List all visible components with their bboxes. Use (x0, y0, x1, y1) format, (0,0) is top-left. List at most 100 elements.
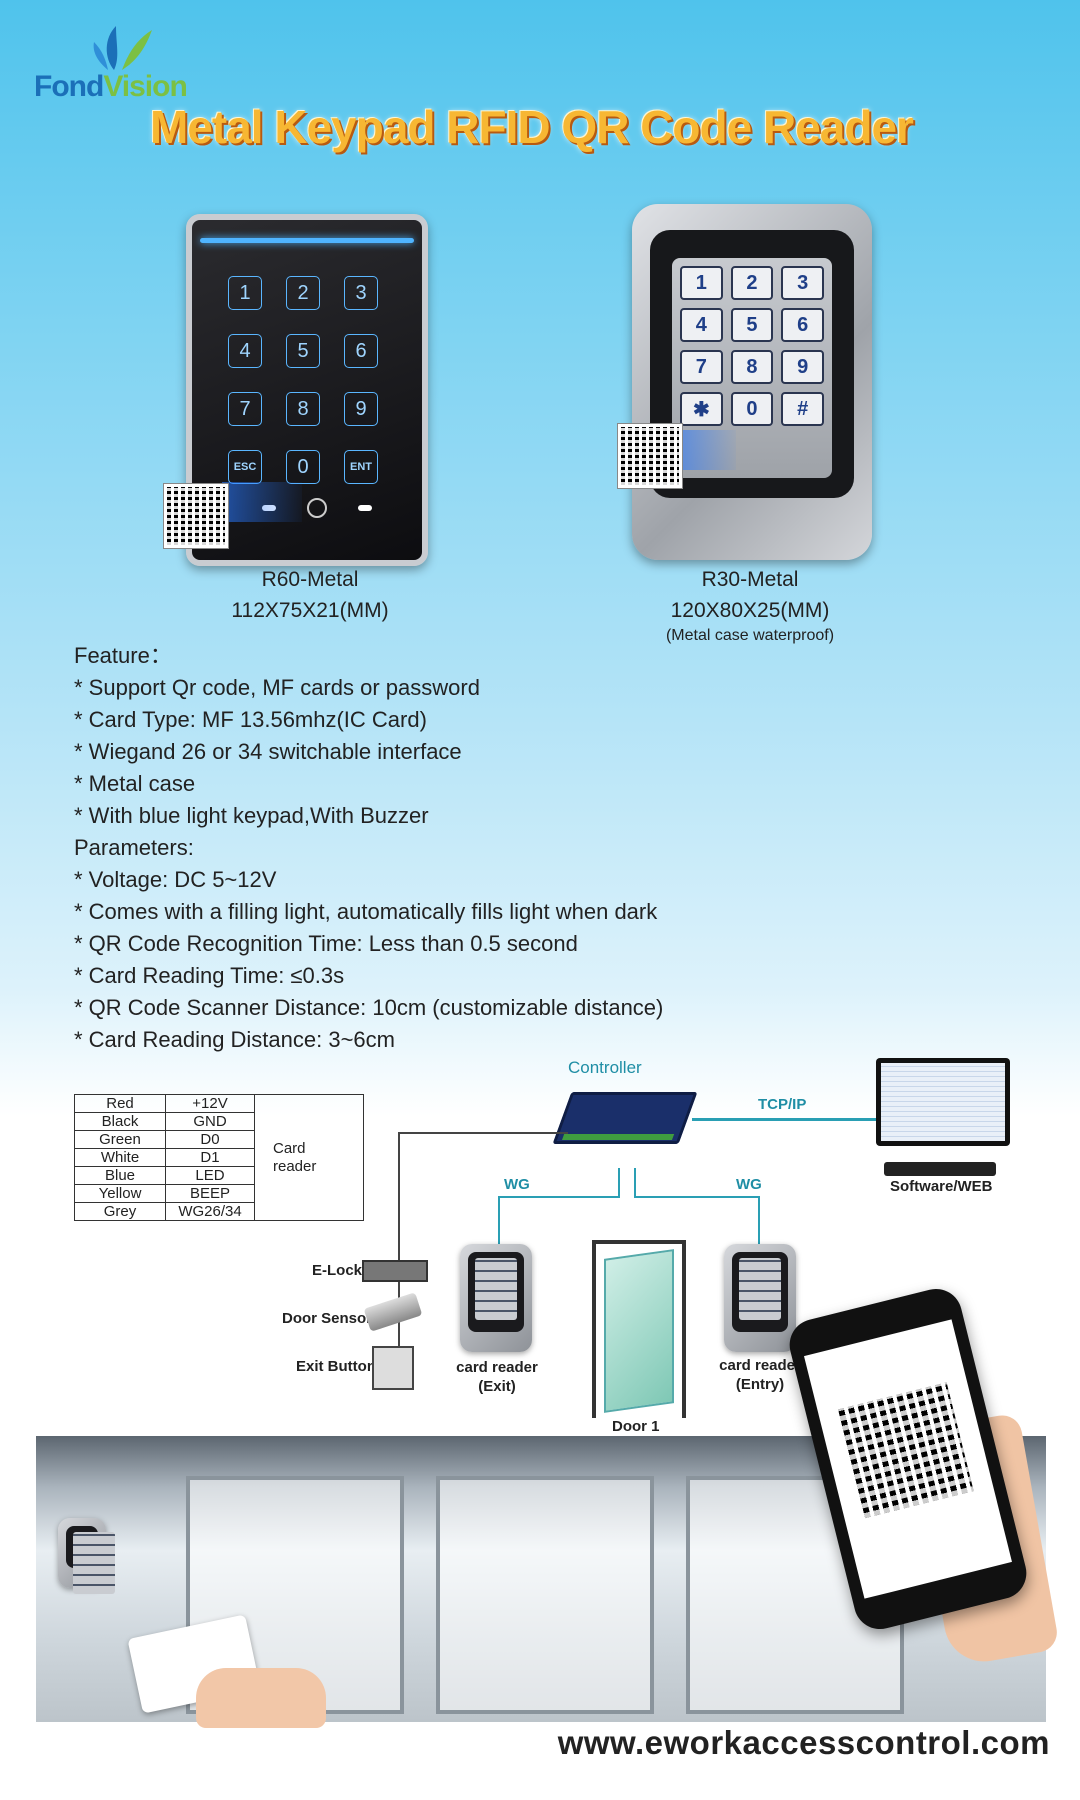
r30-note: (Metal case waterproof) (665, 627, 835, 644)
wg-left-label: WG (504, 1176, 530, 1193)
wg-line (498, 1196, 620, 1198)
r30-key: 6 (781, 308, 824, 342)
reader-exit-image (460, 1244, 532, 1352)
r30-key: 2 (730, 266, 774, 300)
r60-key: 4 (228, 334, 262, 368)
r30-key: 1 (680, 266, 723, 300)
controller-label: Controller (568, 1058, 642, 1077)
r30-key: ✱ (680, 392, 723, 426)
controller-board-image (552, 1092, 698, 1144)
wire-signal: WG26/34 (165, 1202, 255, 1221)
wire-line (398, 1132, 400, 1360)
spec-list: Feature： * Support Qr code, MF cards or … (74, 640, 774, 1056)
wire-color: White (74, 1148, 166, 1167)
spec-line: * Card Reading Distance: 3~6cm (74, 1027, 395, 1052)
wg-line (634, 1168, 636, 1196)
wg-line (634, 1196, 760, 1198)
scan-beam (222, 482, 302, 522)
r60-key: ENT (344, 450, 378, 484)
wg-line (758, 1196, 760, 1244)
spec-line: * Voltage: DC 5~12V (74, 867, 277, 892)
elock-label: E-Lock (312, 1262, 363, 1279)
computer-icon (876, 1058, 1010, 1176)
r60-key: 9 (344, 392, 378, 426)
brand-name: FondVision (34, 70, 188, 103)
r60-keypad: 1 2 3 4 5 6 7 8 9 ESC 0 ENT (228, 276, 378, 484)
wall-reader-image (58, 1518, 115, 1594)
wg-line (618, 1168, 620, 1196)
wire-color: Blue (74, 1166, 166, 1185)
spec-line: * QR Code Scanner Distance: 10cm (custom… (74, 995, 664, 1020)
software-label: Software/WEB (890, 1178, 993, 1195)
r30-key: 5 (730, 308, 774, 342)
website-url: www.eworkaccesscontrol.com (557, 1724, 1050, 1761)
r60-key: 0 (286, 450, 320, 484)
r60-key: 5 (286, 334, 320, 368)
spec-line: * QR Code Recognition Time: Less than 0.… (74, 931, 578, 956)
r60-key: 8 (286, 392, 320, 426)
wire-line (398, 1132, 568, 1134)
r30-model: R30-Metal (701, 568, 799, 591)
wire-color: Black (74, 1112, 166, 1131)
elock-icon (362, 1260, 428, 1282)
tcpip-line (692, 1118, 876, 1121)
r60-key: 2 (286, 276, 320, 310)
blue-light-bar (200, 238, 414, 243)
r60-key: 1 (228, 276, 262, 310)
spec-line: Feature： (74, 643, 172, 668)
reader-entry-image (724, 1244, 796, 1352)
r60-key: 7 (228, 392, 262, 426)
exit-button-icon (372, 1346, 414, 1390)
qr-code-icon (618, 424, 682, 488)
qr-code-icon (164, 484, 228, 548)
r30-key: 3 (781, 266, 824, 300)
wire-signal: D1 (165, 1148, 255, 1167)
r30-size: 120X80X25(MM) (670, 599, 830, 622)
spec-line: * Support Qr code, MF cards or password (74, 675, 480, 700)
spec-line: * With blue light keypad,With Buzzer (74, 803, 429, 828)
brand-logo: FondVision (34, 18, 224, 108)
r60-key: 6 (344, 334, 378, 368)
r30-keypad: 1 2 3 4 5 6 7 8 9 ✱ 0 # (672, 258, 832, 478)
r30-key: 0 (730, 392, 774, 426)
wire-signal: +12V (165, 1094, 255, 1113)
wire-color: Grey (74, 1202, 166, 1221)
wire-color: Red (74, 1094, 166, 1113)
r60-caption: R60-Metal 112X75X21(MM) (180, 564, 440, 626)
r30-key: 9 (781, 350, 824, 384)
scan-beam (676, 430, 736, 470)
door-label: Door 1 (612, 1418, 660, 1435)
r60-key: 3 (344, 276, 378, 310)
door-sensor-label: Door Sensor (282, 1310, 373, 1327)
r30-caption: R30-Metal 120X80X25(MM) (Metal case wate… (610, 564, 890, 646)
window-frame (436, 1476, 654, 1714)
r60-model: R60-Metal (261, 568, 359, 591)
r30-key: # (781, 392, 824, 426)
r30-reader-image: 1 2 3 4 5 6 7 8 9 ✱ 0 # (632, 204, 872, 560)
spec-line: * Comes with a filling light, automatica… (74, 899, 658, 924)
door-sensor-icon (363, 1292, 423, 1332)
spec-line: * Card Reading Time: ≤0.3s (74, 963, 345, 988)
wg-line (498, 1196, 500, 1244)
leaf-logo-icon (93, 26, 152, 70)
r30-panel: 1 2 3 4 5 6 7 8 9 ✱ 0 # (650, 230, 854, 498)
r30-key: 4 (680, 308, 723, 342)
wire-color: Yellow (74, 1184, 166, 1203)
tcpip-label: TCP/IP (758, 1096, 807, 1113)
wire-signal: BEEP (165, 1184, 255, 1203)
wire-signal: GND (165, 1112, 255, 1131)
r30-key: 8 (730, 350, 774, 384)
wire-signal: LED (165, 1166, 255, 1185)
door-image (592, 1240, 686, 1418)
phone-qr-code-icon (837, 1382, 974, 1519)
wg-right-label: WG (736, 1176, 762, 1193)
wire-signal: D0 (165, 1130, 255, 1149)
